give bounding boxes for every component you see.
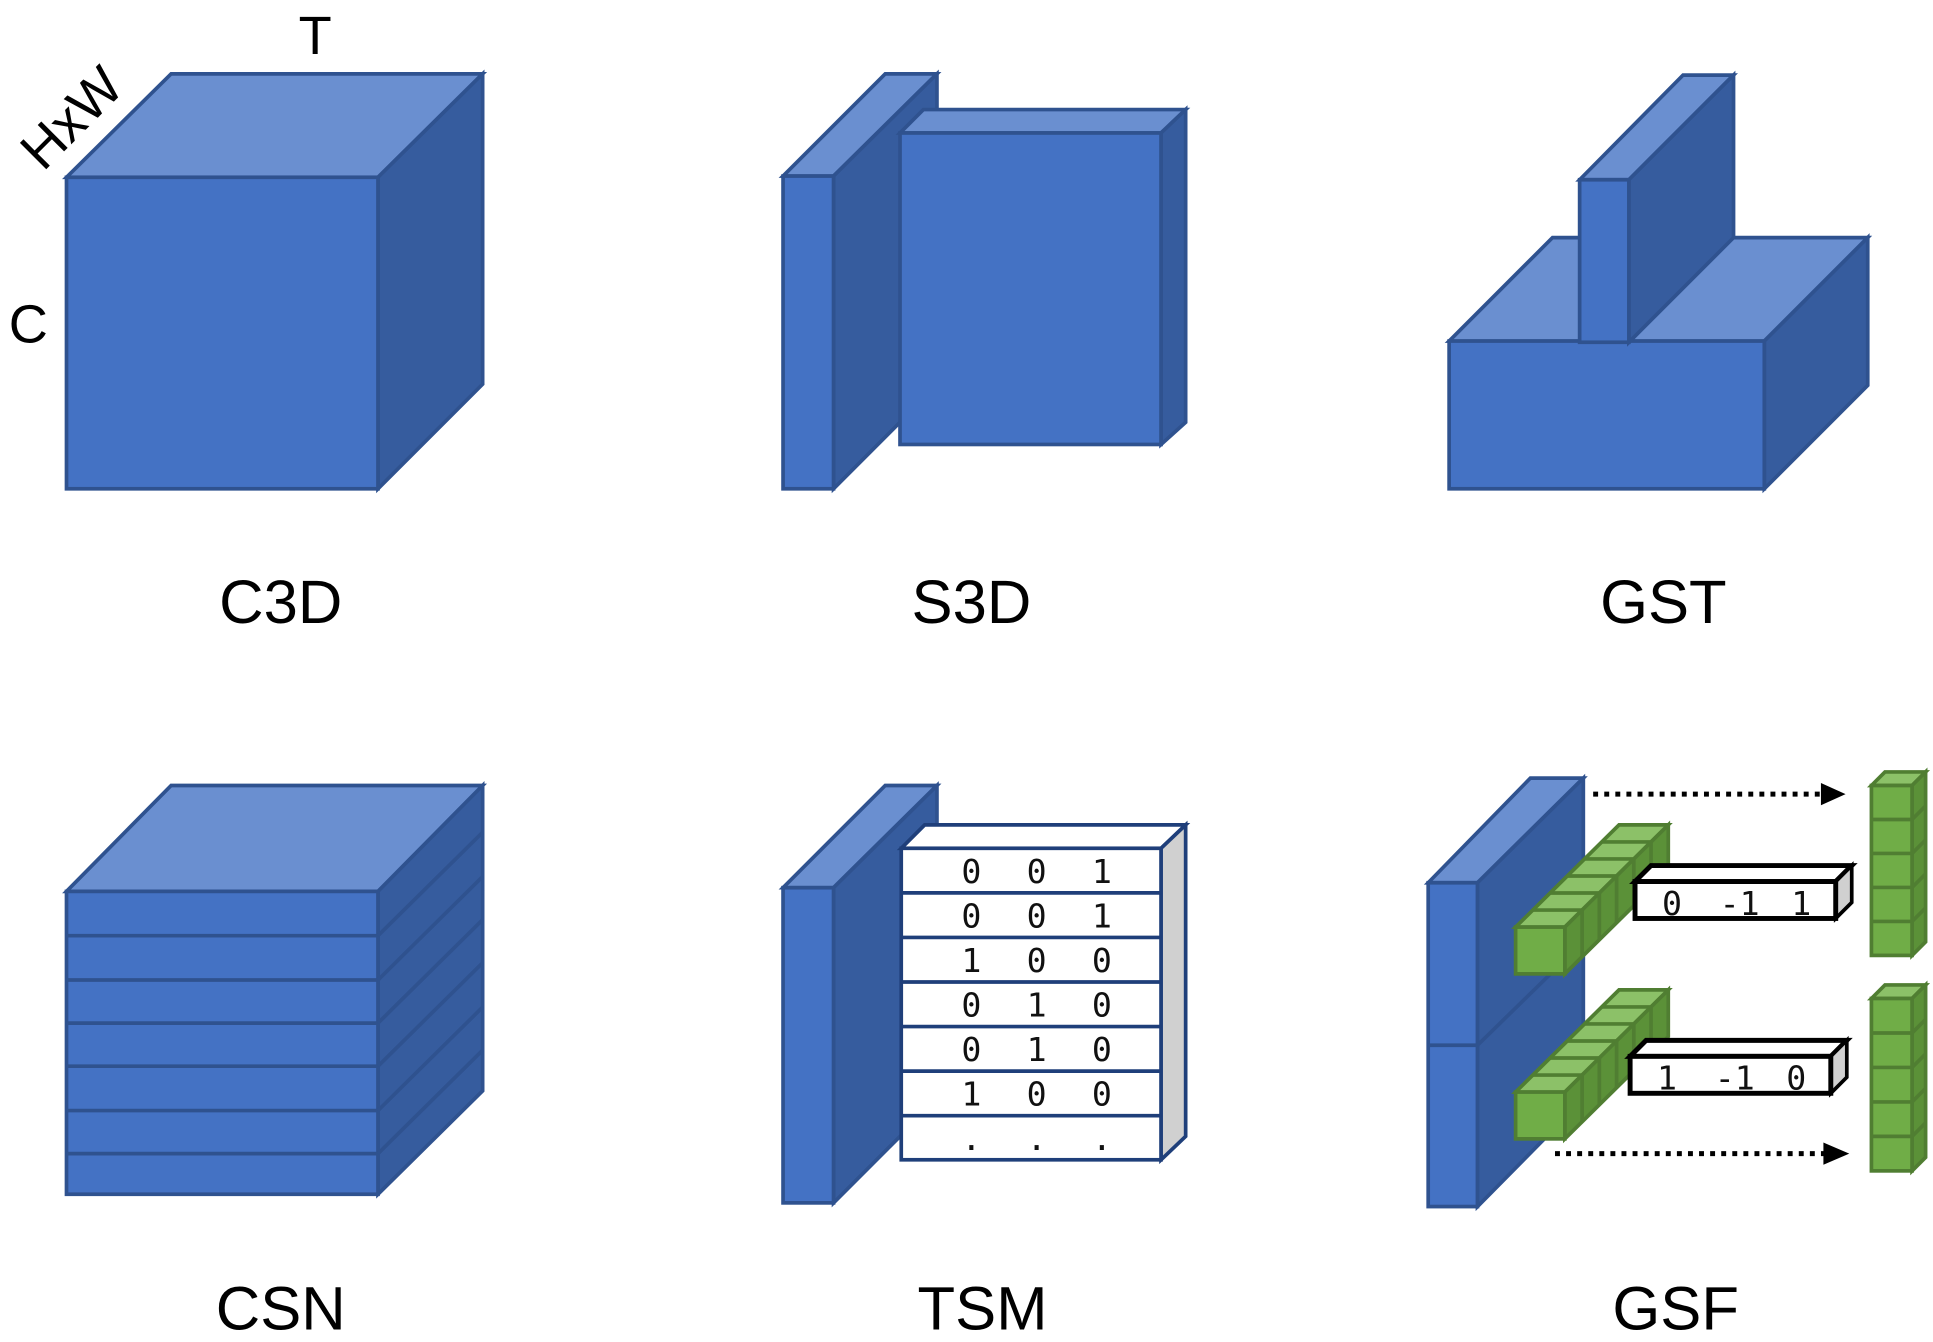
axis-label-time: T <box>299 6 332 66</box>
axis-label-channel: C <box>9 294 48 354</box>
table-cell: 0 <box>1092 1075 1112 1114</box>
panel-label-gsf: GSF <box>1612 1275 1739 1342</box>
panel-label-tsm: TSM <box>918 1275 1048 1342</box>
gsf-block <box>1423 773 1588 1212</box>
panel-label-s3d: S3D <box>912 568 1032 637</box>
gsf-gated-channels <box>1511 820 1673 1144</box>
table-cell: 0 <box>961 852 981 891</box>
table-cell: 1 <box>1027 1030 1047 1069</box>
table-cell: 0 <box>1027 852 1047 891</box>
gsf-shift-kernels: 0 -1 1 1 -1 0 <box>1624 861 1858 1098</box>
gsf-output-columns <box>1866 767 1931 1176</box>
shift-kernel: 0 -1 1 <box>1629 861 1858 923</box>
table-cell: 0 <box>1027 941 1047 980</box>
csn-block <box>62 781 488 1199</box>
panel-label-c3d: C3D <box>219 568 342 637</box>
tsm-shift-table: 0 0 1 0 0 1 1 0 0 0 1 0 0 1 0 1 0 0... <box>896 820 1191 1165</box>
table-cell: 0 <box>1092 1030 1112 1069</box>
gst-block <box>1444 70 1873 494</box>
table-cell: . <box>1027 1119 1047 1158</box>
kernel-value: 1 <box>1791 884 1811 923</box>
kernel-value: 1 <box>1657 1059 1677 1098</box>
table-cell: 0 <box>961 896 981 935</box>
table-cell: 0 <box>961 985 981 1024</box>
table-cell: 0 <box>1027 896 1047 935</box>
table-cell: 0 <box>1027 1075 1047 1114</box>
table-cell: . <box>961 1119 981 1158</box>
shift-kernel: 1 -1 0 <box>1624 1035 1853 1098</box>
s3d-block <box>778 69 1191 494</box>
output-column <box>1866 980 1931 1176</box>
gated-channel-bar <box>1511 985 1673 1144</box>
kernel-value: -1 <box>1720 884 1760 923</box>
table-cell: 1 <box>1092 852 1112 891</box>
panel-label-gst: GST <box>1600 568 1727 637</box>
table-cell: 0 <box>1092 985 1112 1024</box>
kernel-value: -1 <box>1715 1059 1755 1098</box>
table-cell: 0 <box>961 1030 981 1069</box>
dotted-arrow-top <box>1593 783 1846 806</box>
table-cell: 1 <box>1092 896 1112 935</box>
table-cell: 0 <box>1092 941 1112 980</box>
dotted-arrow-bottom <box>1555 1142 1850 1165</box>
table-cell: 1 <box>961 1075 981 1114</box>
table-cell: 1 <box>1027 985 1047 1024</box>
table-cell: . <box>1092 1119 1112 1158</box>
c3d-block <box>62 69 488 494</box>
kernel-value: 0 <box>1662 884 1682 923</box>
table-cell: 1 <box>961 941 981 980</box>
output-column <box>1866 767 1931 960</box>
gated-channel-bar <box>1511 820 1673 979</box>
panel-label-csn: CSN <box>216 1275 346 1342</box>
kernel-value: 0 <box>1786 1059 1806 1098</box>
